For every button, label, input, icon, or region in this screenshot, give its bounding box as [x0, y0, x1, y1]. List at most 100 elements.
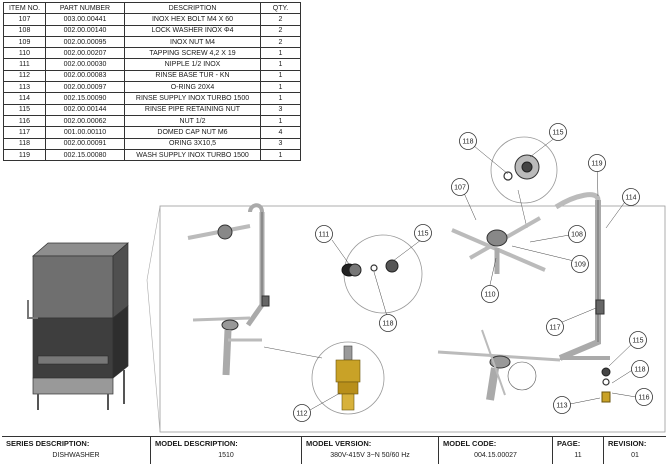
- model-description-label: MODEL DESCRIPTION:: [155, 439, 238, 448]
- cell-item-no: 113: [3, 81, 46, 94]
- series-description-cell: SERIES DESCRIPTION: DISHWASHER: [2, 437, 150, 464]
- svg-text:116: 116: [638, 395, 649, 402]
- cell-part-number: 002.00.00144: [45, 103, 125, 116]
- cell-description: INOX HEX BOLT M4 X 60: [124, 13, 261, 26]
- cell-qty: 1: [260, 81, 301, 94]
- header-item-no: ITEM NO.: [3, 1, 46, 15]
- callout-115-nipple: 115: [414, 224, 432, 242]
- callout-111: 111: [315, 225, 333, 243]
- model-version-value: 380V-415V 3~N 50/60 Hz: [330, 452, 410, 459]
- cell-description: NIPPLE 1/2 INOX: [124, 58, 261, 71]
- cell-description: ORING 3X10,5: [124, 137, 261, 150]
- cell-description: DOMED CAP NUT M6: [124, 126, 261, 139]
- cell-qty: 3: [260, 137, 301, 150]
- header-part-number: PART NUMBER: [45, 1, 125, 15]
- callout-115-rinse: 115: [629, 331, 647, 349]
- svg-text:115: 115: [552, 130, 563, 137]
- callout-117: 117: [546, 318, 564, 336]
- cell-description: RINSE PIPE RETAINING NUT: [124, 103, 261, 116]
- callout-116: 116: [635, 388, 653, 406]
- svg-text:119: 119: [591, 161, 602, 168]
- svg-text:115: 115: [417, 231, 428, 238]
- cell-part-number: 003.00.00441: [45, 13, 125, 26]
- cell-qty: 1: [260, 92, 301, 105]
- cell-part-number: 002.00.00095: [45, 35, 125, 49]
- revision-value: 01: [631, 452, 639, 459]
- detail-circle-rinse-bottom: [507, 361, 537, 391]
- callout-110: 110: [481, 285, 499, 303]
- callout-118-rinse: 118: [631, 360, 649, 378]
- svg-text:117: 117: [549, 325, 560, 332]
- svg-text:110: 110: [484, 292, 495, 299]
- callout-118-nipple: 118: [379, 314, 397, 332]
- page-cell: PAGE: 11: [552, 437, 603, 464]
- callout-119: 119: [588, 154, 606, 172]
- leader-left-detail: [263, 346, 323, 359]
- leader-lines: [309, 136, 637, 411]
- svg-text:118: 118: [462, 139, 473, 146]
- svg-text:114: 114: [625, 195, 636, 202]
- cell-part-number: 002.00.00140: [45, 24, 125, 37]
- cell-description: RINSE SUPPLY INOX TURBO 1500: [124, 92, 261, 105]
- callout-112: 112: [293, 404, 311, 422]
- cell-item-no: 118: [3, 137, 46, 150]
- callout-108: 108: [568, 225, 586, 243]
- cell-part-number: 001.00.00110: [45, 126, 125, 139]
- cell-description: O-RING 20X4: [124, 81, 261, 94]
- svg-text:107: 107: [454, 185, 466, 192]
- cell-part-number: 002.00.00030: [45, 58, 125, 71]
- svg-text:118: 118: [634, 367, 645, 374]
- cell-qty: 1: [260, 47, 301, 60]
- callout-115-coupling: 115: [549, 123, 567, 141]
- cell-qty: 3: [260, 103, 301, 116]
- cell-qty: 4: [260, 126, 301, 139]
- cell-qty: 2: [260, 24, 301, 37]
- cell-item-no: 117: [3, 126, 46, 139]
- cell-description: TAPPING SCREW 4,2 X 19: [124, 47, 261, 60]
- callout-118-coupling: 118: [459, 132, 477, 150]
- parts-table-header: ITEM NO. PART NUMBER DESCRIPTION QTY.: [3, 1, 301, 15]
- cell-description: INOX NUT M4: [124, 35, 261, 49]
- cell-item-no: 109: [3, 35, 46, 49]
- cell-item-no: 111: [3, 58, 46, 71]
- svg-text:115: 115: [632, 338, 643, 345]
- svg-text:113: 113: [556, 403, 567, 410]
- parts-table: ITEM NO. PART NUMBER DESCRIPTION QTY. 10…: [3, 1, 301, 162]
- svg-text:109: 109: [574, 262, 586, 269]
- cell-part-number: 002.15.00090: [45, 92, 125, 105]
- cell-item-no: 112: [3, 69, 46, 83]
- callout-107: 107: [451, 178, 469, 196]
- cell-qty: 1: [260, 69, 301, 83]
- cell-item-no: 107: [3, 13, 46, 26]
- cell-part-number: 002.15.00080: [45, 148, 125, 162]
- cell-part-number: 002.00.00083: [45, 69, 125, 83]
- page-label: PAGE:: [557, 439, 581, 448]
- model-code-cell: MODEL CODE: 004.15.00027: [438, 437, 552, 464]
- cell-item-no: 110: [3, 47, 46, 60]
- cell-item-no: 116: [3, 114, 46, 128]
- cell-part-number: 002.00.00062: [45, 114, 125, 128]
- detail-circle-coupling: [490, 136, 558, 204]
- svg-text:112: 112: [296, 411, 307, 418]
- callout-109: 109: [571, 255, 589, 273]
- cell-description: WASH SUPPLY INOX TURBO 1500: [124, 148, 261, 162]
- coupling-exploded-parts: [503, 154, 540, 229]
- model-version-label: MODEL VERSION:: [306, 439, 372, 448]
- cell-part-number: 002.00.00207: [45, 47, 125, 60]
- dishwasher-illustration: [27, 242, 129, 410]
- cell-description: RINSE BASE TUR - KN: [124, 69, 261, 83]
- model-description-cell: MODEL DESCRIPTION: 1510: [150, 437, 301, 464]
- header-description: DESCRIPTION: [124, 1, 261, 15]
- svg-text:108: 108: [571, 232, 583, 239]
